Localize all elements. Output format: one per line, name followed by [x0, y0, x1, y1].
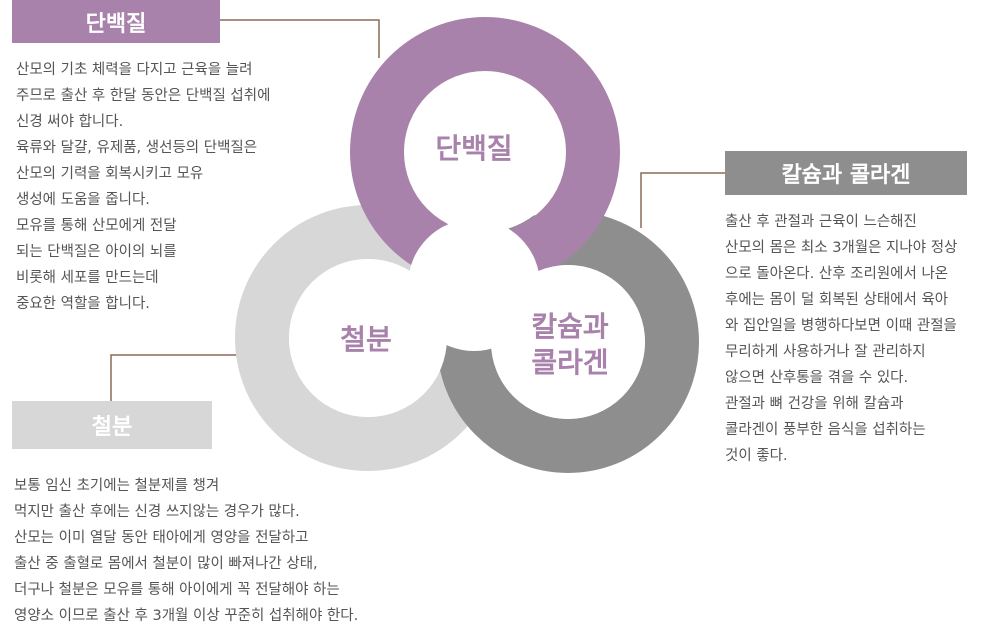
iron-line: 영양소 이므로 출산 후 3개월 이상 꾸준히 섭취해야 한다. [14, 608, 359, 624]
calcium-line: 산모의 몸은 최소 3개월은 지나야 정상 [725, 240, 958, 256]
iron-connector [110, 354, 238, 401]
calcium-line: 콜라겐이 풍부한 음식을 섭취하는 [725, 422, 926, 438]
protein-line: 육류와 달걀, 유제품, 생선등의 단백질은 [16, 140, 258, 156]
iron-description: 보통 임신 초기에는 철분제를 챙겨 먹지만 출산 후에는 신경 쓰지않는 경우… [14, 473, 358, 629]
protein-line: 생성에 도움을 줍니다. [16, 192, 150, 208]
protein-header: 단백질 [12, 0, 220, 43]
iron-line: 출산 중 출혈로 몸에서 철분이 많이 빠져나간 상태, [14, 556, 318, 572]
protein-circle-label: 단백질 [435, 132, 512, 165]
protein-line: 중요한 역할을 합니다. [16, 296, 150, 312]
protein-line: 산모의 기력을 회복시키고 모유 [16, 166, 204, 182]
protein-line: 되는 단백질은 아이의 뇌를 [16, 244, 177, 260]
calcium-line: 와 집안일을 병행하다보면 이때 관절을 [725, 318, 957, 334]
calcium-collagen-description: 출산 후 관절과 근육이 느슨해진 산모의 몸은 최소 3개월은 지나야 정상 … [725, 209, 957, 469]
calcium-line: 으로 돌아온다. 산후 조리원에서 나온 [725, 266, 949, 282]
protein-line: 산모의 기초 체력을 다지고 근육을 늘려 [16, 62, 253, 78]
protein-inner [405, 72, 565, 232]
calcium-line: 않으면 산후통을 겪을 수 있다. [725, 370, 909, 386]
calcium-connector [640, 172, 725, 228]
calcium-inner [491, 265, 645, 419]
protein-connector [220, 19, 380, 58]
calcium-line: 관절과 뼈 건강을 위해 칼슘과 [725, 396, 904, 412]
calcium-header-label: 칼슘과 콜라겐 [781, 163, 911, 188]
iron-circle-label: 철분 [340, 323, 392, 356]
protein-description: 산모의 기초 체력을 다지고 근육을 늘려 주므로 출산 후 한달 동안은 단백… [16, 57, 270, 317]
calcium-collagen-header: 칼슘과 콜라겐 [725, 151, 967, 195]
protein-line: 신경 써야 합니다. [16, 114, 124, 130]
iron-line: 산모는 이미 열달 동안 태아에게 영양을 전달하고 [14, 530, 309, 546]
iron-line: 보통 임신 초기에는 철분제를 챙겨 [14, 478, 220, 494]
iron-line: 먹지만 출산 후에는 신경 쓰지않는 경우가 많다. [14, 504, 300, 520]
calcium-line: 후에는 몸이 덜 회복된 상태에서 육아 [725, 292, 949, 308]
protein-line: 모유를 통해 산모에게 전달 [16, 218, 177, 234]
calcium-circle-label-line1: 칼슘과 [531, 310, 609, 343]
protein-line: 비롯해 세포를 만드는데 [16, 270, 159, 286]
calcium-line: 것이 좋다. [725, 448, 788, 464]
calcium-line: 출산 후 관절과 근육이 느슨해진 [725, 214, 917, 230]
calcium-line: 무리하게 사용하거나 잘 관리하지 [725, 344, 926, 360]
protein-header-label: 단백질 [85, 11, 147, 37]
calcium-circle-label-line2: 콜라겐 [531, 346, 608, 379]
iron-header-label: 철분 [91, 415, 133, 440]
iron-header: 철분 [12, 401, 212, 449]
iron-line: 더구나 철분은 모유를 통해 아이에게 꼭 전달해야 하는 [14, 582, 340, 598]
iron-inner [289, 259, 447, 417]
protein-line: 주므로 출산 후 한달 동안은 단백질 섭취에 [16, 88, 271, 104]
